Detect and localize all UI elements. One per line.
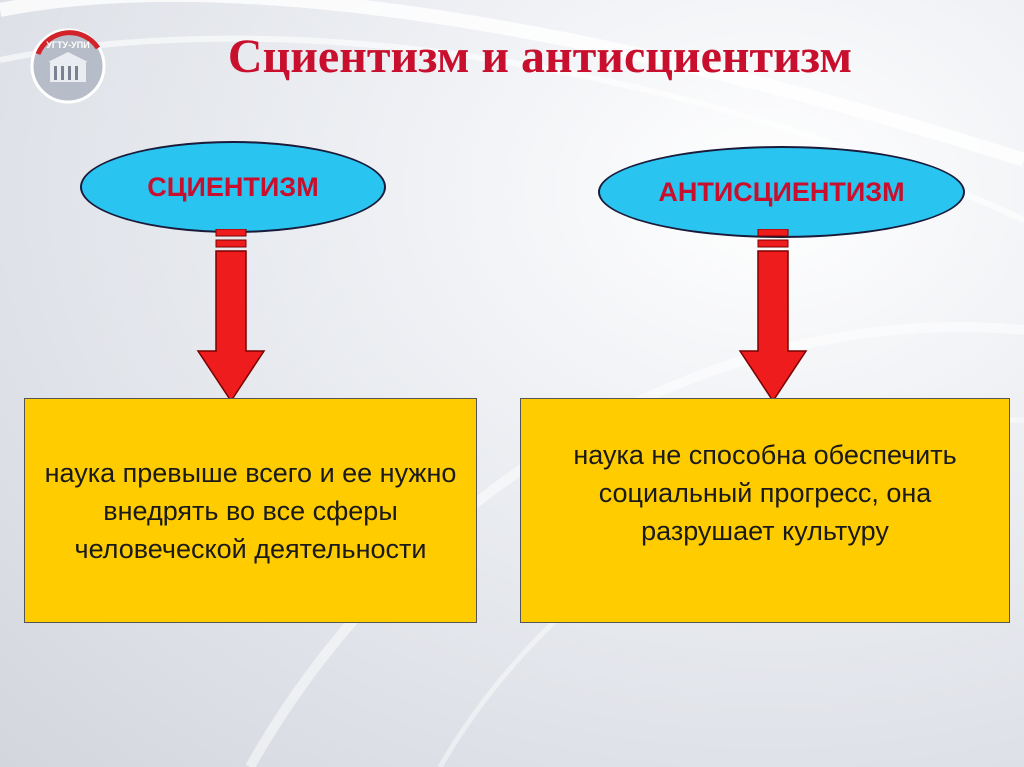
svg-text:УГТУ-УПИ: УГТУ-УПИ [46,40,89,50]
description-box-antiscientism: наука не способна обеспечить социальный … [520,398,1010,623]
concept-oval-antiscientism: АНТИСЦИЕНТИЗМ [598,146,965,238]
concept-label-antiscientism: АНТИСЦИЕНТИЗМ [658,176,905,207]
university-logo: УГТУ-УПИ [28,26,108,106]
slide-title: Сциентизм и антисциентизм [227,30,853,83]
concept-oval-scientism: СЦИЕНТИЗМ [80,141,386,233]
description-text-antiscientism: наука не способна обеспечить социальный … [573,439,957,546]
description-text-scientism: наука превыше всего и ее нужно внедрять … [44,457,457,564]
description-box-scientism: наука превыше всего и ее нужно внедрять … [24,398,477,623]
concept-label-scientism: СЦИЕНТИЗМ [147,171,319,202]
down-arrow-icon [196,229,266,403]
down-arrow-icon [738,229,808,403]
